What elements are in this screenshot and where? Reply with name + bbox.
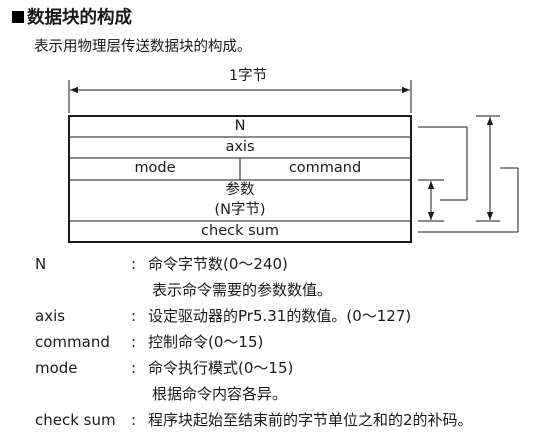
- definition-text-command: 控制命令(0～15): [148, 333, 264, 351]
- square-bullet-icon: [12, 11, 24, 23]
- definition-term-n: N: [35, 255, 47, 273]
- definition-note-mode: 根据命令内容各异。: [152, 385, 288, 403]
- definition-term-checksum: check sum: [35, 411, 116, 429]
- definition-text-mode: 命令执行模式(0～15): [148, 359, 294, 377]
- cell-n: N: [234, 118, 246, 134]
- definition-colon: :: [131, 307, 137, 325]
- cell-command: command: [288, 160, 362, 176]
- byte-width-label: 1字节: [228, 68, 268, 84]
- cell-parameters: 参数 (N字节): [70, 180, 410, 220]
- definition-colon: :: [131, 359, 137, 377]
- definition-term-axis: axis: [35, 307, 66, 325]
- definition-colon: :: [131, 411, 137, 429]
- definition-colon: :: [131, 333, 137, 351]
- cell-axis: axis: [225, 139, 255, 155]
- definition-text-n: 命令字节数(0～240): [148, 255, 288, 273]
- cell-parameters-label: 参数: [225, 182, 255, 198]
- block-frame: [68, 115, 412, 243]
- definition-term-command: command: [35, 333, 110, 351]
- definition-note-n: 表示命令需要的参数数值。: [152, 281, 333, 299]
- cell-checksum: check sum: [201, 223, 279, 239]
- cell-mode: mode: [134, 160, 176, 176]
- cell-parameters-size: (N字节): [214, 202, 266, 218]
- definition-text-axis: 设定驱动器的Pr5.31的数值。(0～127): [148, 307, 412, 325]
- definition-term-mode: mode: [35, 359, 78, 377]
- definition-colon: :: [131, 255, 137, 273]
- section-heading: 数据块的构成: [12, 5, 132, 31]
- section-description: 表示用物理层传送数据块的构成。: [34, 39, 252, 55]
- definition-text-checksum: 程序块起始至结束前的字节单位之和的2的补码。: [148, 411, 473, 429]
- section-heading-text: 数据块的构成: [27, 8, 132, 28]
